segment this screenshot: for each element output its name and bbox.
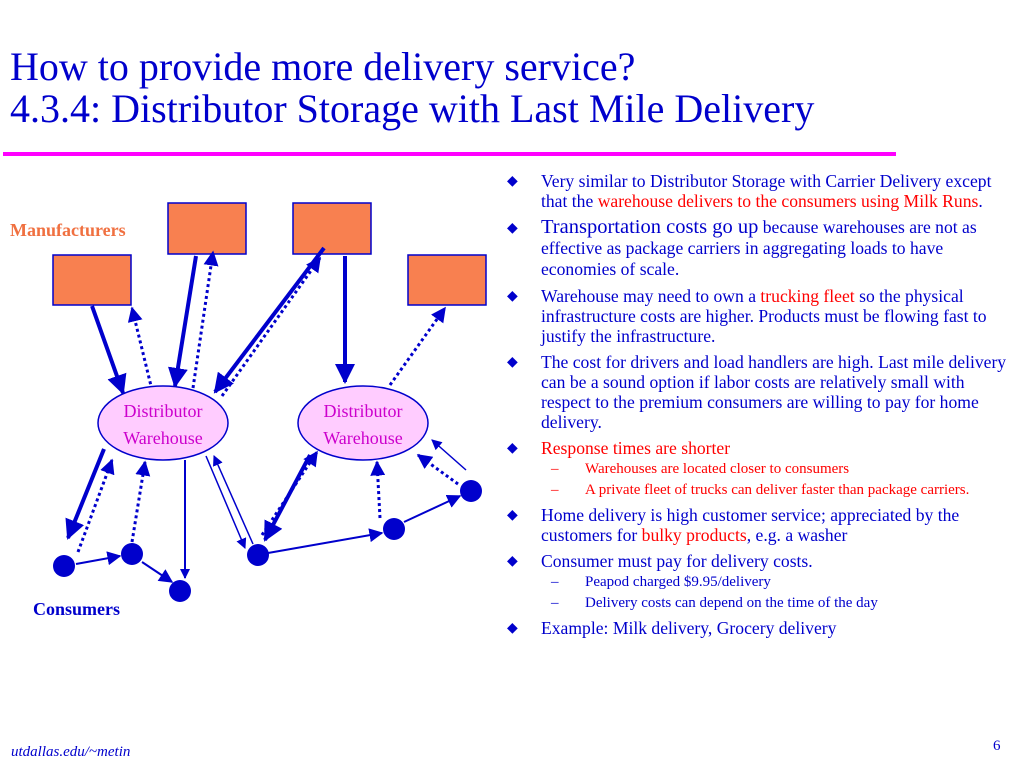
manufacturer-box bbox=[292, 202, 372, 255]
consumer-node bbox=[169, 580, 191, 602]
bullet-text: The cost for drivers and load handlers a… bbox=[541, 352, 1007, 432]
diamond-bullet-icon: ◆ bbox=[507, 554, 518, 569]
bullet-text: , e.g. a washer bbox=[746, 525, 848, 545]
warehouse-label-line1: Distributor bbox=[324, 401, 403, 421]
info-arrow bbox=[205, 455, 247, 549]
manufacturer-box bbox=[52, 254, 132, 306]
sub-bullet-text: A private fleet of trucks can deliver fa… bbox=[585, 482, 970, 498]
warehouse-label-line2: Warehouse bbox=[123, 428, 203, 448]
bullet-item: ◆ Example: Milk delivery, Grocery deliver… bbox=[507, 618, 1017, 638]
bullet-text: so the physical infrastructure costs are… bbox=[541, 286, 987, 346]
sub-bullet-text: Peapod charged $9.95/delivery bbox=[585, 574, 771, 590]
distribution-diagram: Manufacturers Distributor Warehouse Dist… bbox=[10, 202, 487, 619]
bullet-text: Response times are shorter bbox=[541, 438, 731, 458]
bullet-item: ◆ Very similar to Distributor Storage wit… bbox=[507, 171, 1017, 211]
bullet-text: Consumer must pay for delivery costs. bbox=[541, 551, 813, 571]
diamond-bullet-icon: ◆ bbox=[507, 221, 518, 236]
info-arrow bbox=[127, 306, 154, 391]
info-arrow bbox=[370, 460, 386, 519]
consumers-label: Consumers bbox=[33, 599, 120, 619]
info-arrow bbox=[260, 450, 319, 536]
title-underline bbox=[3, 152, 896, 156]
dash-bullet-icon: – bbox=[551, 595, 559, 611]
page-number: 6 bbox=[993, 738, 1001, 754]
manufacturer-box bbox=[167, 202, 247, 255]
diamond-bullet-icon: ◆ bbox=[507, 355, 518, 370]
info-arrow bbox=[191, 250, 219, 389]
diamond-bullet-icon: ◆ bbox=[507, 508, 518, 523]
info-arrow bbox=[431, 439, 467, 471]
warehouse-label-line2: Warehouse bbox=[323, 428, 403, 448]
milk-run-arrow bbox=[75, 551, 122, 566]
manufacturers-label: Manufacturers bbox=[10, 220, 126, 240]
flow-arrow bbox=[213, 246, 326, 394]
sub-bullet-item: – Delivery costs can depend on the time o… bbox=[541, 595, 1017, 612]
flow-arrow bbox=[167, 255, 198, 388]
consumer-node bbox=[53, 555, 75, 577]
bullet-text: bulky products bbox=[641, 525, 747, 545]
bullet-item: ◆ Transportation costs go up because ware… bbox=[507, 217, 1017, 280]
diamond-bullet-icon: ◆ bbox=[507, 289, 518, 304]
info-arrow bbox=[220, 256, 322, 397]
milk-run-arrow bbox=[267, 528, 384, 554]
bullet-text: Transportation costs go up bbox=[541, 216, 759, 238]
sub-bullet-item: – Peapod charged $9.95/delivery bbox=[541, 574, 1017, 591]
sub-bullet-text: Warehouses are located closer to consume… bbox=[585, 461, 850, 477]
diamond-bullet-icon: ◆ bbox=[507, 174, 518, 189]
title-line-1: How to provide more delivery service? bbox=[10, 44, 636, 89]
milk-run-arrow bbox=[141, 561, 174, 583]
bullet-text: because warehouses are not as effective … bbox=[541, 217, 977, 279]
dash-bullet-icon: – bbox=[551, 461, 559, 477]
bullet-item: ◆ The cost for drivers and load handlers … bbox=[507, 352, 1017, 432]
sub-bullet-item: – A private fleet of trucks can deliver f… bbox=[541, 482, 1017, 499]
sub-bullet-list: – Warehouses are located closer to consum… bbox=[541, 461, 1017, 499]
slide-title: How to provide more delivery service? 4.… bbox=[10, 46, 1010, 130]
bullet-text: Example: Milk delivery, Grocery delivery bbox=[541, 618, 837, 638]
consumer-node bbox=[121, 543, 143, 565]
consumer-node bbox=[247, 544, 269, 566]
bullet-item: ◆ Consumer must pay for delivery costs. – P… bbox=[507, 551, 1017, 612]
distributor-warehouse: Distributor Warehouse bbox=[297, 385, 429, 461]
sub-bullet-item: – Warehouses are located closer to consum… bbox=[541, 461, 1017, 478]
distributor-warehouse: Distributor Warehouse bbox=[97, 385, 229, 461]
info-arrow bbox=[130, 460, 151, 543]
bullet-text: Very similar to Distributor Storage with… bbox=[541, 171, 992, 211]
bullet-item: ◆ Response times are shorter – Warehouses a… bbox=[507, 438, 1017, 499]
flow-arrow bbox=[90, 305, 127, 395]
bullet-text: Home delivery is high customer service; … bbox=[541, 505, 960, 545]
bullet-item: ◆ Warehouse may need to own a trucking fl… bbox=[507, 286, 1017, 346]
bullet-text: Warehouse may need to own a bbox=[541, 286, 761, 306]
consumer-node bbox=[383, 518, 405, 540]
bullet-text: trucking fleet bbox=[760, 286, 855, 306]
sub-bullet-list: – Peapod charged $9.95/delivery – Delivery … bbox=[541, 574, 1017, 612]
title-line-2: 4.3.4: Distributor Storage with Last Mil… bbox=[10, 86, 815, 131]
warehouse-label-line1: Distributor bbox=[124, 401, 203, 421]
info-arrow bbox=[76, 458, 115, 553]
info-arrow bbox=[388, 306, 447, 386]
bullet-list: ◆ Very similar to Distributor Storage wit… bbox=[507, 171, 1017, 644]
milk-run-arrow bbox=[403, 494, 462, 523]
footer-url: utdallas.edu/~metin bbox=[11, 744, 131, 760]
diamond-bullet-icon: ◆ bbox=[507, 621, 518, 636]
info-arrow bbox=[416, 453, 459, 486]
flow-arrow bbox=[263, 454, 312, 542]
dash-bullet-icon: – bbox=[551, 482, 559, 498]
sub-bullet-text: Delivery costs can depend on the time of… bbox=[585, 595, 878, 611]
bullet-text: warehouse delivers to the consumers usin… bbox=[597, 191, 979, 211]
flow-arrow bbox=[65, 448, 106, 540]
diamond-bullet-icon: ◆ bbox=[507, 441, 518, 456]
manufacturer-box bbox=[407, 254, 487, 306]
consumer-node bbox=[460, 480, 482, 502]
bullet-text: . bbox=[978, 191, 983, 211]
info-arrow bbox=[213, 455, 254, 545]
bullet-item: ◆ Home delivery is high customer service;… bbox=[507, 505, 1017, 545]
dash-bullet-icon: – bbox=[551, 574, 559, 590]
